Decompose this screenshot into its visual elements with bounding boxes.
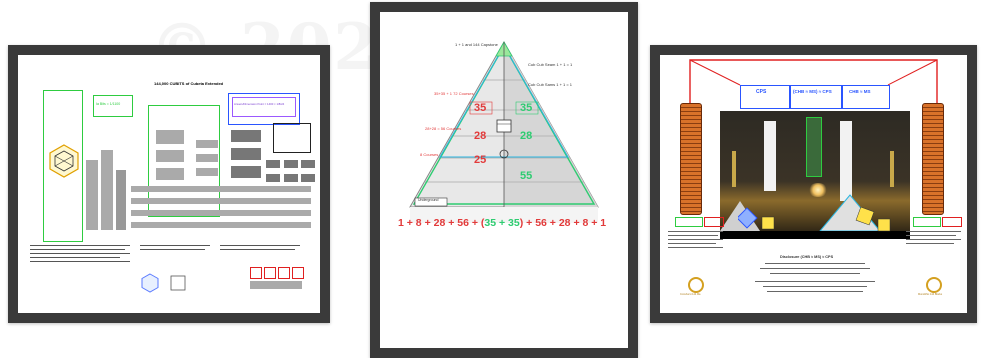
header-chb: (CHB ≈ MS) ≈ CPS: [793, 89, 832, 94]
right-label-2: Cub Cub Sams 1 + 1 = 1: [528, 82, 572, 87]
gold-ring-icon: [926, 277, 942, 293]
course-value: 35: [520, 102, 532, 114]
purple-frame: [232, 97, 296, 117]
right-coin-stack: [922, 103, 944, 215]
course-label-2: 28+28 = 56 Courses: [425, 126, 461, 131]
sheet-title: 144,000 CUBITS of Cubeta Extended: [154, 81, 223, 86]
underground-label: Underground: [418, 198, 438, 202]
small-hexagon-icon: [140, 273, 160, 293]
green-frame-label: [93, 95, 133, 117]
pyramid-diagram: [380, 12, 628, 252]
red-square-grid: [250, 267, 310, 297]
left-logo-label: Crowhurst 144 Ma: [680, 293, 700, 296]
sheet-page: CPS (CHB ≈ MS) ≈ CPS CHB ≈ MS: [660, 55, 967, 313]
left-side-text: [668, 231, 728, 271]
course-label-1: 35+35 + 1 72 Courses: [434, 91, 474, 96]
left-red-label-box: [704, 217, 724, 227]
thumbnail-pyramid-sheet[interactable]: 1 + 1 and 144 Capstone 35+35 + 1 72 Cour…: [370, 2, 638, 358]
footer-text-lines: [755, 263, 875, 303]
shape-grid: [86, 120, 316, 230]
sheet-page: 1 + 1 and 144 Capstone 35+35 + 1 72 Cour…: [380, 12, 628, 348]
left-coin-stack: [680, 103, 702, 215]
equation-right: ) + 56 + 28 + 8 + 1: [520, 217, 606, 229]
green-label: Ia Bits = 1/1100: [96, 102, 120, 106]
course-value: 55: [520, 170, 532, 182]
course-equation: 1 + 8 + 28 + 56 + (35 + 35) + 56 + 28 + …: [398, 217, 618, 229]
equation-left: 1 + 8 + 28 + 56 + (: [398, 217, 484, 229]
right-logo-label: Monolithic 144 Blocks: [918, 293, 942, 296]
equation-middle: 35 + 35: [484, 217, 519, 229]
thumbnail-diagram-sheet[interactable]: 144,000 CUBITS of Cubeta Extended Ia Bit…: [8, 45, 330, 323]
left-green-label-box: [675, 217, 703, 227]
right-red-label-box: [942, 217, 962, 227]
header-ms: CHB ≈ MS: [849, 89, 870, 94]
square-figures: [738, 205, 898, 245]
course-value: 35: [474, 102, 486, 114]
right-label-1: Cub Cub Seam 1 + 1 = 1: [528, 62, 572, 67]
sheet-page: 144,000 CUBITS of Cubeta Extended Ia Bit…: [18, 55, 320, 313]
course-value: 28: [520, 130, 532, 142]
course-value: 25: [474, 154, 486, 166]
right-green-label-box: [913, 217, 941, 227]
header-cps: CPS: [756, 89, 766, 95]
course-label-3: 8 Courses: [420, 152, 438, 157]
thumbnail-photo-sheet[interactable]: CPS (CHB ≈ MS) ≈ CPS CHB ≈ MS: [650, 45, 977, 323]
right-side-text: [906, 231, 966, 271]
footer-title: Disclosure (CHB ≈ MS) ≈ CPS: [780, 255, 833, 259]
course-value: 28: [474, 130, 486, 142]
purple-label: Ansers/Dimension Point = 1400 × 1/8/24: [234, 102, 284, 106]
hexagon-diagram: [46, 143, 82, 179]
gold-ring-icon: [688, 277, 704, 293]
capstone-label: 1 + 1 and 144 Capstone: [455, 42, 498, 47]
small-square-icon: [168, 273, 188, 293]
